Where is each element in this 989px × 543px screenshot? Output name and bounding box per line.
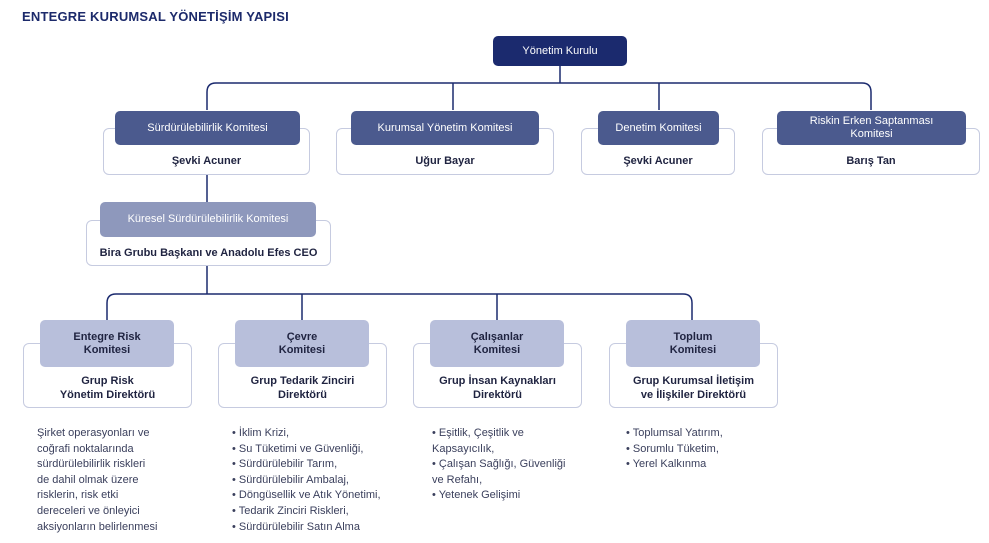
description-line: • İklim Krizi, (232, 427, 290, 439)
committee-person: Barış Tan (846, 155, 896, 167)
subcommittee-title-line2: Komitesi (669, 343, 717, 356)
subcommittee-director-line2: ve İlişkiler Direktörü (640, 389, 747, 401)
committee-title-line1: Riskin Erken Saptanması (809, 115, 934, 127)
description-line: de dahil olmak üzere (37, 473, 139, 486)
description-line: aksiyonların belirlenmesi (37, 520, 158, 533)
committee-person: Şevki Acuner (623, 155, 693, 167)
description-line: • Döngüsellik ve Atık Yönetimi, (232, 489, 381, 502)
committee-title: Kurumsal Yönetim Komitesi (351, 111, 539, 145)
subcommittee-title: Toplum Komitesi (626, 320, 760, 367)
subcommittee-title: Çevre Komitesi (235, 320, 369, 367)
board-of-directors-box: Yönetim Kurulu (493, 36, 627, 66)
committee-title: Riskin Erken Saptanması Komitesi (777, 111, 966, 145)
subcommittee-title: Çalışanlar Komitesi (430, 320, 564, 367)
committee-title-line2: Komitesi (850, 128, 893, 140)
subcommittee-description-risk: Şirket operasyonları ve coğrafi noktalar… (37, 426, 157, 535)
subcommittee-description-environment: • İklim Krizi, • Su Tüketimi ve Güvenliğ… (232, 426, 381, 535)
global-committee-person: Bira Grubu Başkanı ve Anadolu Efes CEO (99, 247, 318, 259)
subcommittee-description-employees: • Eşitlik, Çeşitlik ve Kapsayıcılık, • Ç… (432, 426, 565, 504)
description-line: • Sürdürülebilir Ambalaj, (232, 473, 349, 486)
subcommittee-title: Entegre Risk Komitesi (40, 320, 174, 367)
description-line: • Sorumlu Tüketim, (626, 442, 719, 455)
description-line: • Tedarik Zinciri Riskleri, (232, 504, 349, 517)
page-title: ENTEGRE KURUMSAL YÖNETİŞİM YAPISI (22, 9, 289, 24)
description-line: • Su Tüketimi ve Güvenliği, (232, 442, 364, 455)
subcommittee-director-line1: Grup Tedarik Zinciri (250, 375, 355, 387)
subcommittee-director-line1: Grup Risk (81, 375, 134, 387)
description-line: • Yetenek Gelişimi (432, 489, 521, 502)
committee-title: Denetim Komitesi (598, 111, 719, 145)
committee-person: Uğur Bayar (415, 155, 475, 167)
description-line: risklerin, risk etki (37, 489, 119, 502)
subcommittee-title-line1: Toplum (673, 330, 713, 343)
subcommittee-director-line1: Grup İnsan Kaynakları (439, 375, 556, 387)
subcommittee-director-line2: Direktörü (278, 389, 327, 401)
subcommittee-description-community: • Toplumsal Yatırım, • Sorumlu Tüketim, … (626, 426, 723, 473)
description-line: Kapsayıcılık, (432, 442, 495, 455)
description-line: • Sürdürülebilir Tarım, (232, 458, 338, 471)
subcommittee-title-line1: Çevre (286, 330, 318, 343)
description-line: Şirket operasyonları ve (37, 427, 150, 439)
description-line: dereceleri ve önleyici (37, 504, 140, 517)
description-line: ve Refahı, (432, 473, 483, 486)
subcommittee-director-line2: Direktörü (473, 389, 522, 401)
subcommittee-title-line2: Komitesi (83, 343, 131, 356)
description-line: sürdürülebilirlik riskleri (37, 458, 146, 471)
subcommittee-title-line2: Komitesi (473, 343, 521, 356)
committee-title: Sürdürülebilirlik Komitesi (115, 111, 300, 145)
description-line: • Toplumsal Yatırım, (626, 427, 723, 439)
description-line: • Yerel Kalkınma (626, 458, 707, 471)
subcommittee-director-line2: Yönetim Direktörü (59, 389, 156, 401)
subcommittee-title-line1: Çalışanlar (470, 330, 524, 343)
description-line: • Eşitlik, Çeşitlik ve (432, 427, 524, 439)
global-committee-title: Küresel Sürdürülebilirlik Komitesi (100, 202, 316, 237)
subcommittee-title-line2: Komitesi (278, 343, 326, 356)
subcommittee-title-line1: Entegre Risk (73, 330, 141, 343)
subcommittee-director-line1: Grup Kurumsal İletişim (632, 375, 755, 387)
description-line: • Çalışan Sağlığı, Güvenliği (432, 458, 566, 471)
committee-person: Şevki Acuner (171, 155, 242, 167)
description-line: • Sürdürülebilir Satın Alma (232, 520, 360, 533)
description-line: coğrafi noktalarında (37, 442, 134, 455)
